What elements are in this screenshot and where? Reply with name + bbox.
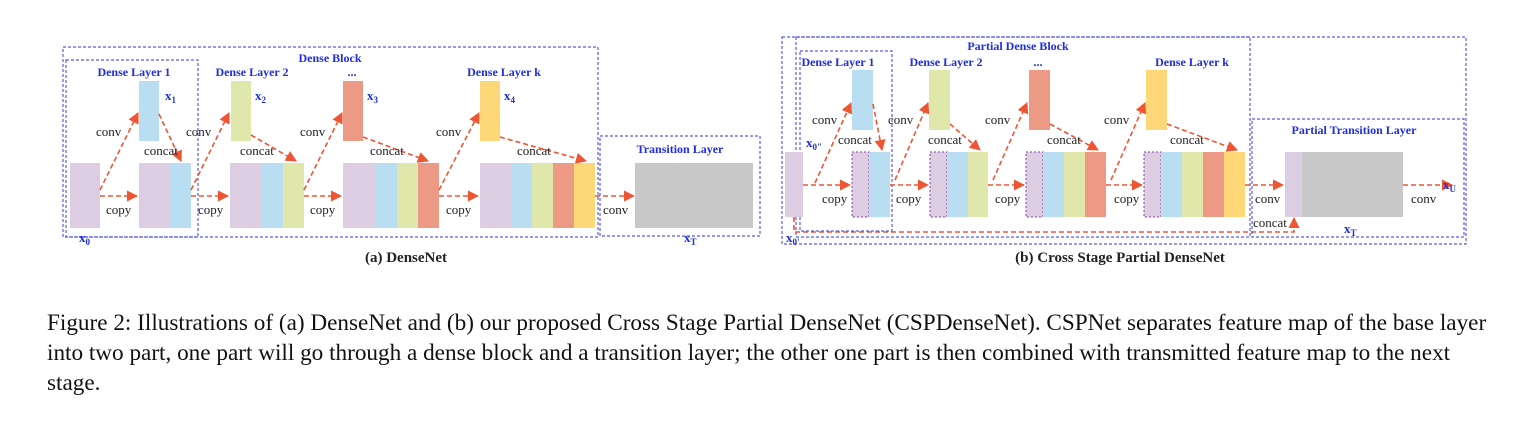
partial-dense-block-label: Partial Dense Block xyxy=(967,39,1069,53)
copy-label-2: copy xyxy=(198,202,224,217)
transition-layer-frame xyxy=(599,135,761,237)
copy-label-b3: copy xyxy=(995,191,1021,206)
copy-label-3: copy xyxy=(310,202,336,217)
partial-transition-layer-label: Partial Transition Layer xyxy=(1292,123,1418,137)
stack-k xyxy=(480,163,595,228)
stack-b-3 xyxy=(1025,151,1106,218)
copy-label-4: copy xyxy=(446,202,472,217)
stack-3 xyxy=(343,163,439,228)
input-x0-block xyxy=(70,163,100,228)
dense-layer-k-label-b: Dense Layer k xyxy=(1155,55,1229,69)
transition-conv-label: conv xyxy=(603,202,629,217)
conv-label-b1: conv xyxy=(812,112,838,127)
output-xt-label-b: xT xyxy=(1344,221,1357,238)
dense-layer-1-label: Dense Layer 1 xyxy=(97,65,170,79)
panel-b-caption: (b) Cross Stage Partial DenseNet xyxy=(1015,250,1225,266)
dense-layer-ellipsis-b: ... xyxy=(1034,55,1043,69)
conv-label-b4: conv xyxy=(1104,112,1130,127)
feature-x2-label: x2 xyxy=(255,88,267,105)
conv-label-1: conv xyxy=(96,124,122,139)
feature-b-3 xyxy=(1029,70,1050,130)
dense-layer-ellipsis: ... xyxy=(348,65,357,79)
transition-layer-label: Transition Layer xyxy=(637,142,724,156)
partial-dense-block-frame xyxy=(795,36,1251,238)
partial-transition-conv-right: conv xyxy=(1411,191,1437,206)
feature-x3 xyxy=(343,81,363,141)
base-layer-block xyxy=(785,152,803,217)
feature-x4 xyxy=(480,81,500,141)
figure-caption: Figure 2: Illustrations of (a) DenseNet … xyxy=(47,310,1487,396)
dense-layer-2-label: Dense Layer 2 xyxy=(215,65,288,79)
dense-layer-1-frame xyxy=(65,59,199,238)
concat-label-1: concat xyxy=(144,143,178,158)
dense-layer-1-label-b: Dense Layer 1 xyxy=(801,55,874,69)
copy-label-b2: copy xyxy=(896,191,922,206)
dense-layer-2-label-b: Dense Layer 2 xyxy=(909,55,982,69)
dense-block-label: Dense Block xyxy=(299,51,362,65)
stack-1 xyxy=(139,163,191,228)
stack-2 xyxy=(230,163,304,228)
partial-transition-concat-label: concat xyxy=(1253,215,1287,230)
panel-b-cspdensenet: Partial Dense Block Dense Layer 1 Dense … xyxy=(781,36,1467,266)
conv-label-b2: conv xyxy=(888,112,914,127)
output-xu-label: xU xyxy=(1443,177,1457,194)
concat-label-b1: concat xyxy=(838,132,872,147)
partial-transition-output-block xyxy=(1302,152,1403,217)
feature-x1 xyxy=(139,81,159,141)
feature-x1-label: x1 xyxy=(165,88,177,105)
input-x0-label: x0 xyxy=(79,230,91,247)
copy-label-b1: copy xyxy=(822,191,848,206)
x0-double-prime-label: x0" xyxy=(806,135,822,152)
dense-layer-k-label: Dense Layer k xyxy=(467,65,541,79)
feature-b-1 xyxy=(852,70,873,130)
concat-label-2: concat xyxy=(240,143,274,158)
copy-label-1: copy xyxy=(106,202,132,217)
arrows-a xyxy=(99,111,636,202)
concat-label-3: concat xyxy=(370,143,404,158)
panel-a-caption: (a) DenseNet xyxy=(365,250,447,266)
dense-layer-1-frame-b xyxy=(799,50,893,232)
feature-b-2 xyxy=(929,70,950,130)
feature-x4-label: x4 xyxy=(504,88,516,105)
output-xt-label: xT xyxy=(684,230,697,247)
stack-b-k xyxy=(1143,151,1245,218)
concat-label-4: concat xyxy=(517,143,551,158)
x0-prime-label: x0' xyxy=(786,230,800,247)
transition-output-block xyxy=(635,163,753,228)
figure-diagram: Dense Block Dense Layer 1 Dense Layer 2 … xyxy=(62,36,1467,266)
conv-label-2: conv xyxy=(186,124,212,139)
feature-x3-label: x3 xyxy=(367,88,379,105)
feature-x2 xyxy=(231,81,251,141)
dense-block-frame xyxy=(62,46,599,238)
partial-transition-concat-block xyxy=(1285,152,1302,217)
feature-b-4 xyxy=(1146,70,1167,130)
conv-label-b3: conv xyxy=(985,112,1011,127)
concat-label-b3: concat xyxy=(1047,132,1081,147)
conv-label-4: conv xyxy=(436,124,462,139)
conv-label-3: conv xyxy=(300,124,326,139)
partial-transition-conv-left: conv xyxy=(1255,191,1281,206)
partial-transition-layer-frame xyxy=(1251,118,1465,238)
concat-label-b4: concat xyxy=(1170,132,1204,147)
arrows-b xyxy=(793,101,1454,233)
stack-b-2 xyxy=(929,151,988,218)
stack-b-1 xyxy=(851,151,890,218)
panel-a-densenet: Dense Block Dense Layer 1 Dense Layer 2 … xyxy=(62,46,761,266)
concat-label-b2: concat xyxy=(928,132,962,147)
copy-label-b4: copy xyxy=(1114,191,1140,206)
